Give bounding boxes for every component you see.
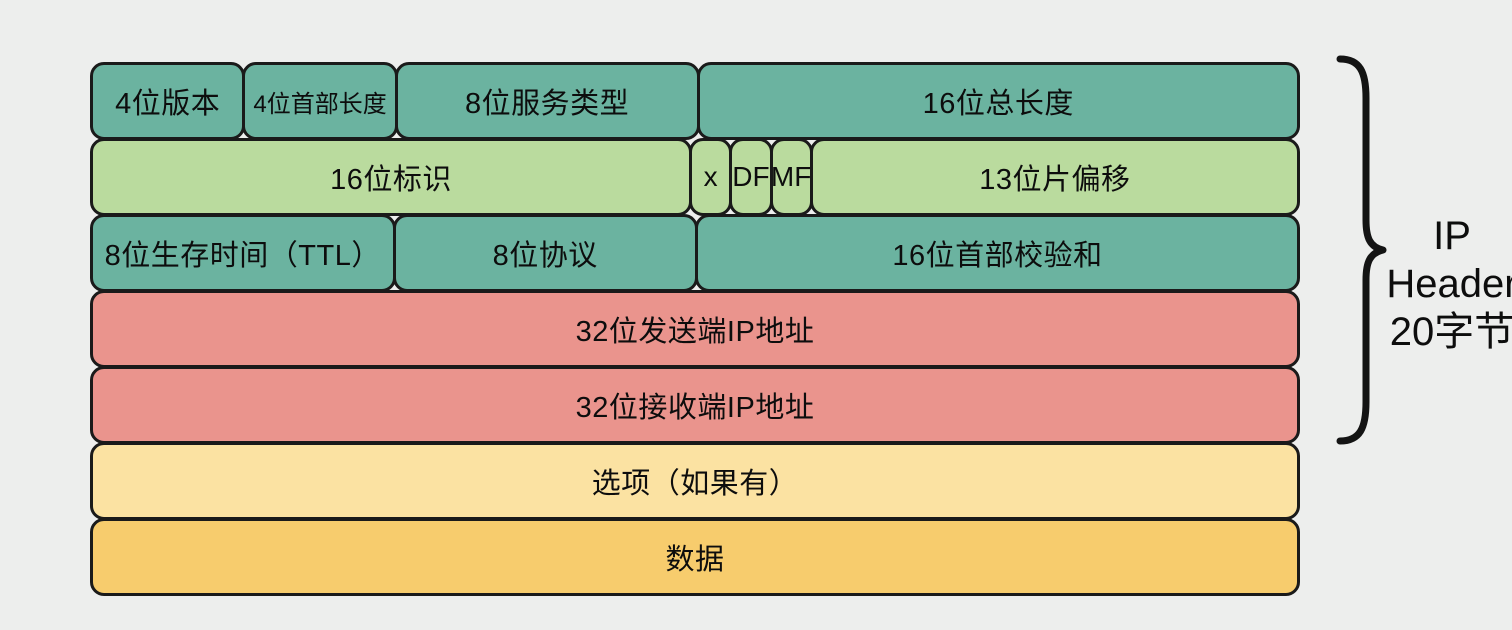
ip-header-size-label: IP Header 20字节 [1384, 212, 1512, 356]
field-service-type: 8位服务类型 [394, 62, 700, 140]
row-word5: 32位接收端IP地址 [90, 366, 1300, 444]
row-options: 选项（如果有） [90, 442, 1300, 520]
field-protocol: 8位协议 [392, 214, 698, 292]
field-version: 4位版本 [90, 62, 246, 140]
header-field-table: 4位版本 4位首部长度 8位服务类型 16位总长度 16位标识 x DF MF … [90, 62, 1300, 596]
field-total-length: 16位总长度 [696, 62, 1300, 140]
field-header-length: 4位首部长度 [242, 62, 398, 140]
field-identification: 16位标识 [90, 138, 692, 216]
field-ttl: 8位生存时间（TTL） [90, 214, 396, 292]
curly-brace [1336, 55, 1387, 445]
row-data: 数据 [90, 518, 1300, 596]
field-source-ip: 32位发送端IP地址 [90, 290, 1300, 368]
field-header-checksum: 16位首部校验和 [695, 214, 1300, 292]
annotation-line-3: 20字节 [1389, 310, 1512, 354]
field-flag-df: DF [729, 138, 773, 216]
field-fragment-offset: 13位片偏移 [809, 138, 1300, 216]
field-data: 数据 [90, 518, 1300, 596]
row-word3: 8位生存时间（TTL） 8位协议 16位首部校验和 [90, 214, 1300, 292]
field-flag-mf: MF [769, 138, 813, 216]
annotation-line-2: Header [1386, 262, 1512, 306]
row-word4: 32位发送端IP地址 [90, 290, 1300, 368]
annotation-line-1: IP [1433, 214, 1471, 258]
field-flag-x: x [689, 138, 733, 216]
row-word2: 16位标识 x DF MF 13位片偏移 [90, 138, 1300, 216]
field-options: 选项（如果有） [90, 442, 1300, 520]
row-word1: 4位版本 4位首部长度 8位服务类型 16位总长度 [90, 62, 1300, 140]
field-destination-ip: 32位接收端IP地址 [90, 366, 1300, 444]
